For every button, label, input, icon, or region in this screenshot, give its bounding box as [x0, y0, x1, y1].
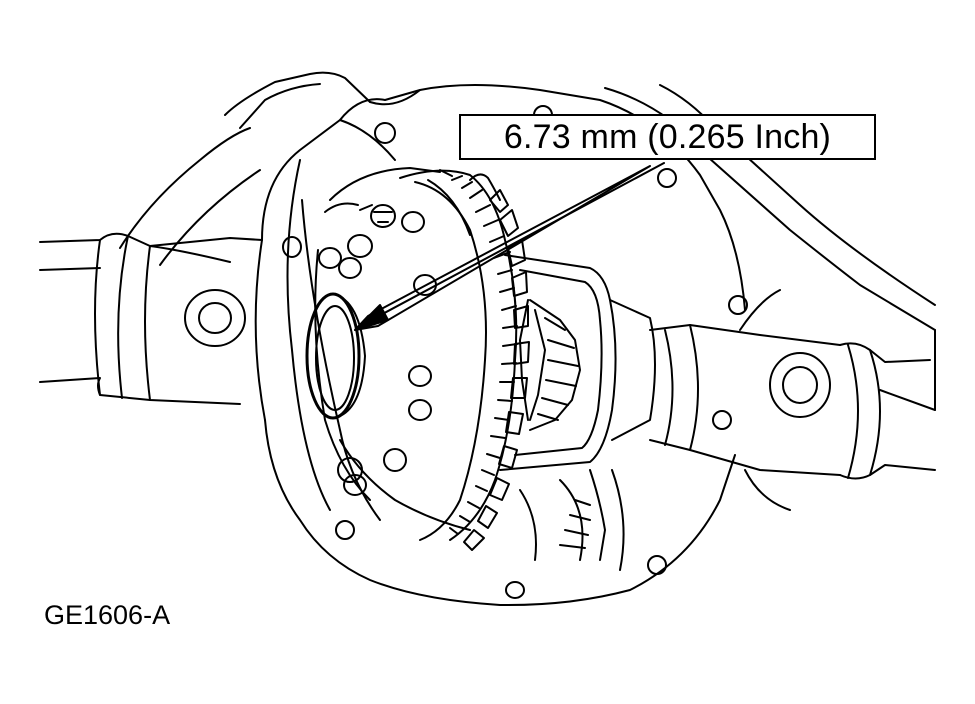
measurement-text: 6.73 mm (0.265 Inch)	[503, 117, 832, 156]
right-axle-tube	[650, 290, 935, 510]
differential-case	[500, 255, 655, 570]
measurement-callout: 6.73 mm (0.265 Inch)	[459, 114, 876, 160]
housing-upper-lines	[120, 73, 935, 410]
carrier-bearing-cup	[307, 294, 365, 418]
leader-arrow	[355, 163, 664, 330]
left-axle-tube	[40, 234, 262, 404]
cap-bolts	[319, 205, 436, 495]
figure-id-label: GE1606-A	[44, 600, 171, 630]
ring-gear	[400, 170, 529, 550]
housing-flange	[256, 85, 747, 605]
